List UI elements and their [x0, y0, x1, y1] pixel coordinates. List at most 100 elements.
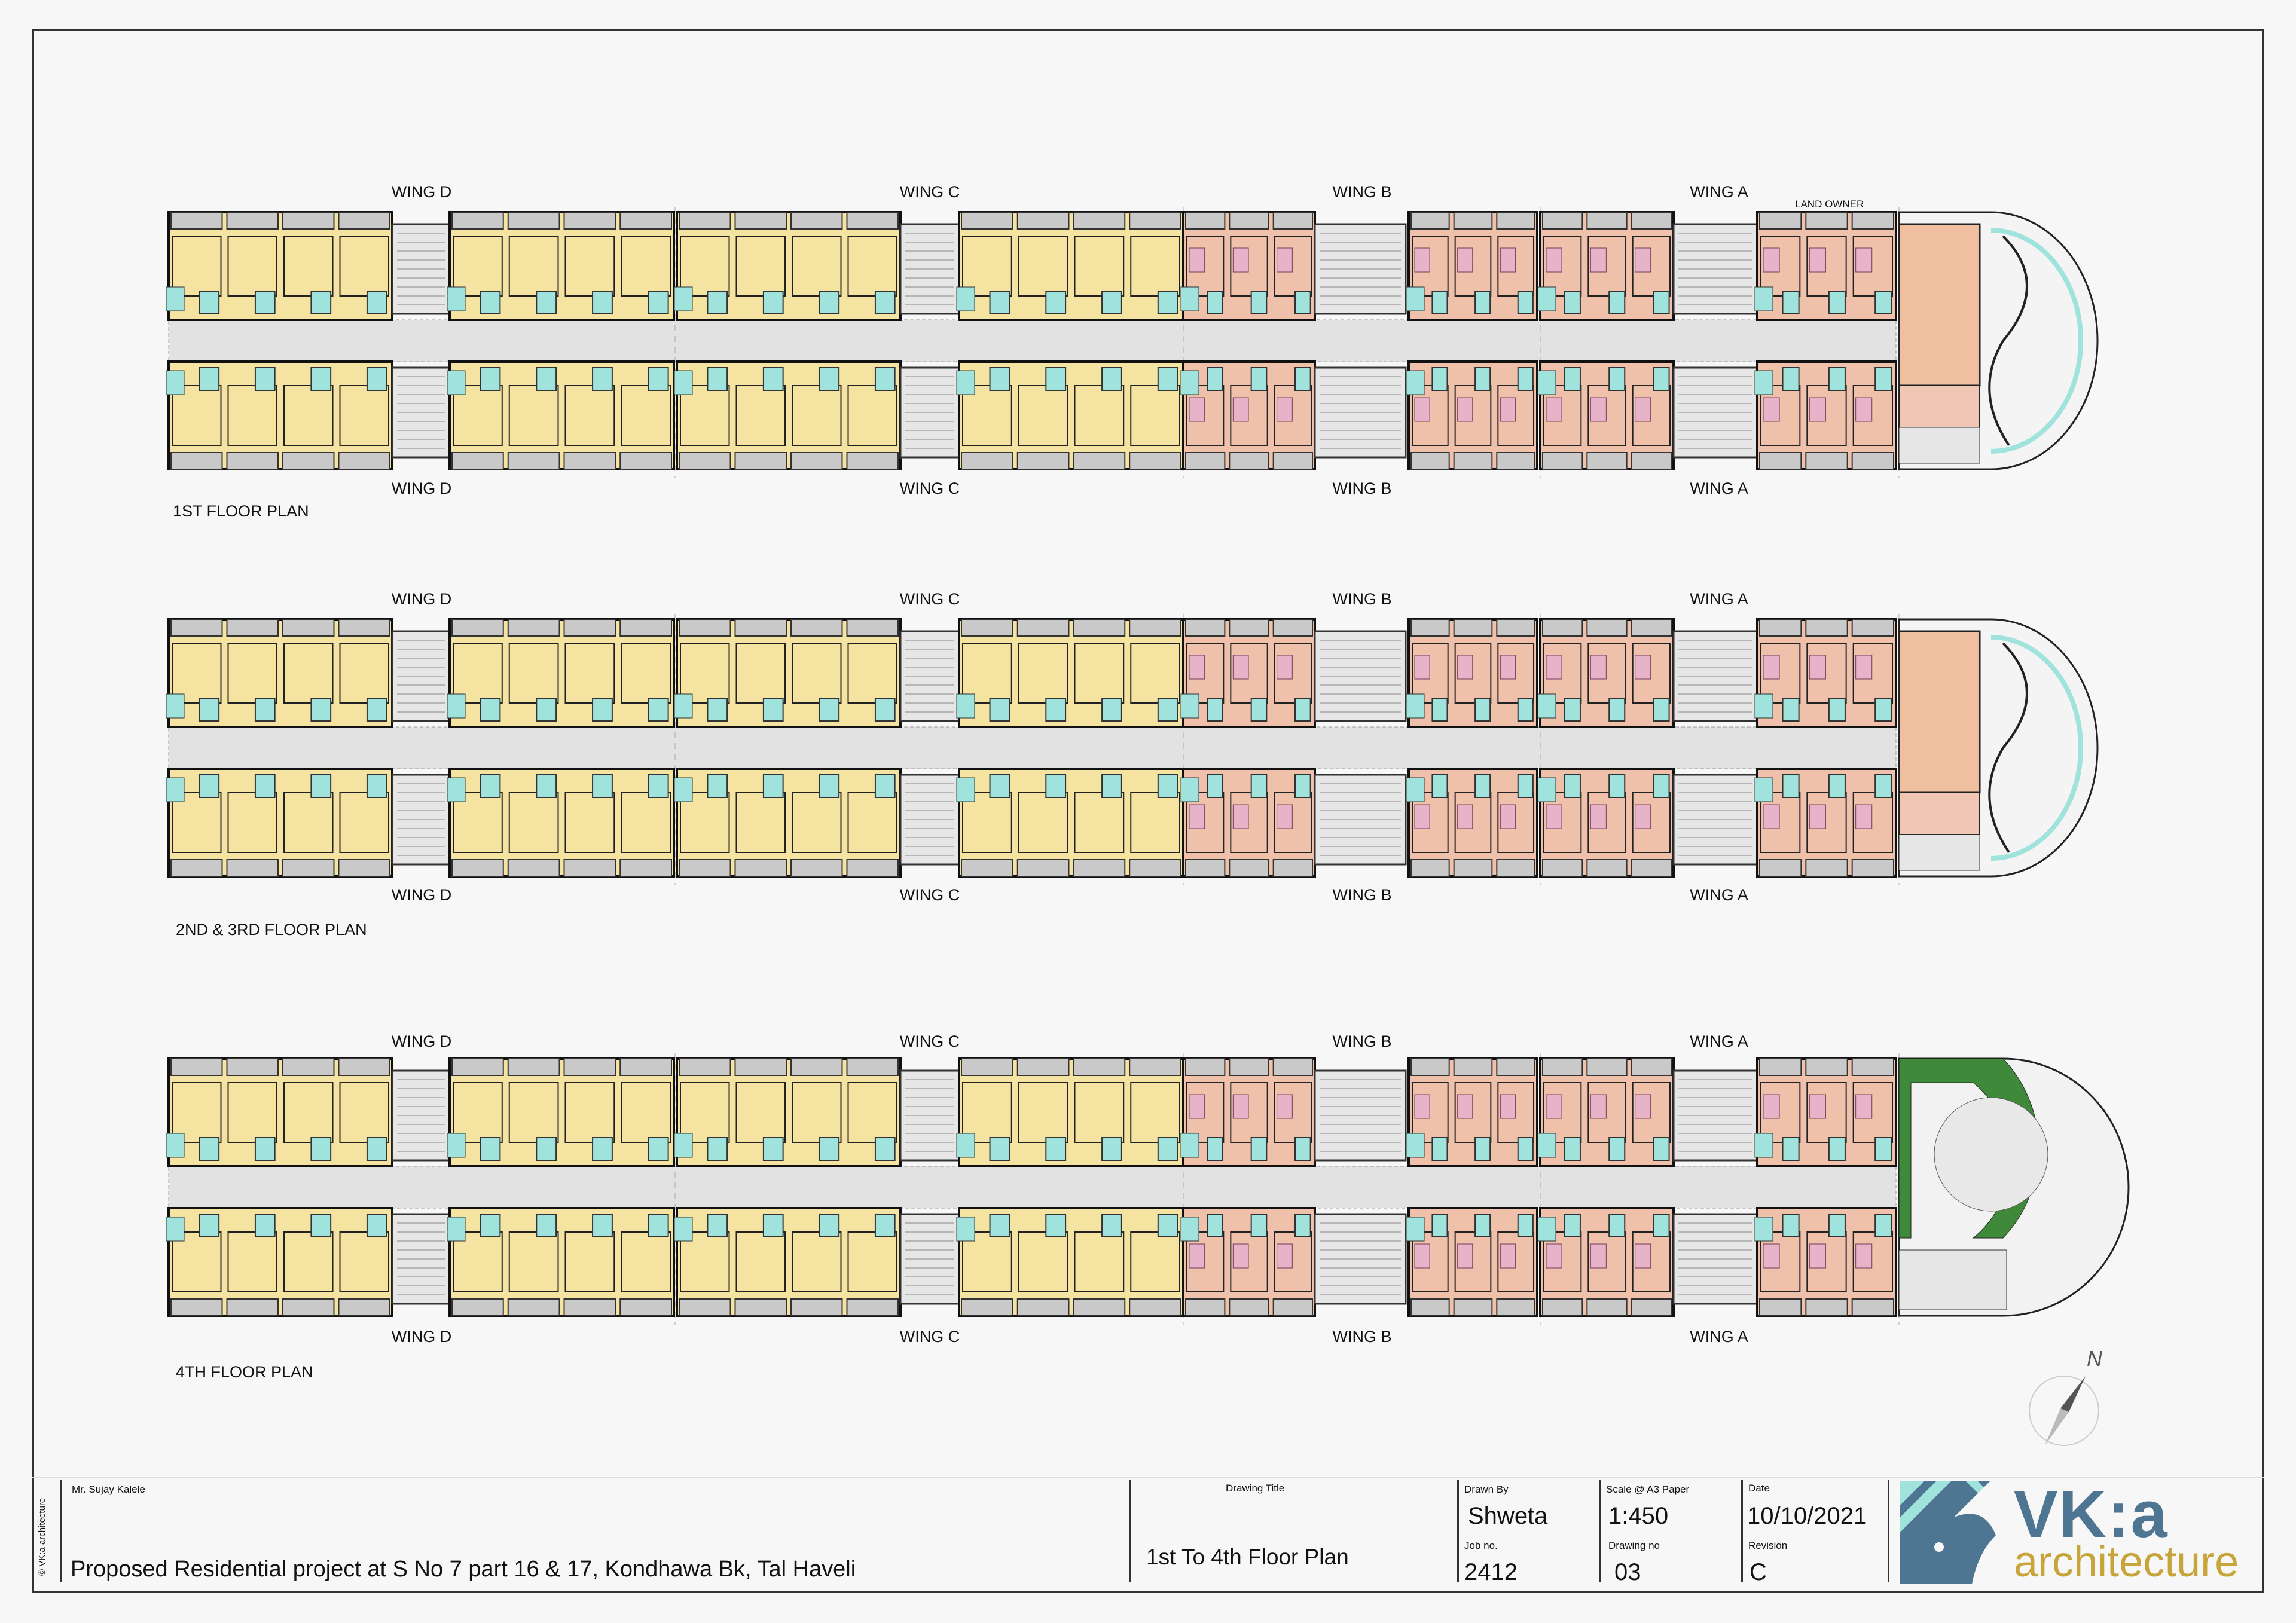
bathroom: [956, 693, 975, 719]
north-label: N: [2087, 1346, 2102, 1371]
bathroom: [1180, 370, 1199, 395]
bathroom: [989, 774, 1010, 798]
bathroom: [707, 774, 728, 798]
bathroom: [1294, 774, 1311, 798]
bathroom: [1564, 774, 1581, 798]
bathroom: [1517, 291, 1534, 314]
balcony: [619, 452, 672, 470]
room: [1587, 792, 1626, 853]
bathroom: [1653, 698, 1670, 722]
bathroom: [1782, 291, 1800, 314]
bathroom: [648, 367, 669, 391]
balcony: [1272, 859, 1314, 877]
floor-plan-4th: [166, 1050, 2130, 1325]
room: [1852, 236, 1894, 297]
bed: [1635, 1243, 1651, 1269]
bed: [1457, 1243, 1473, 1269]
balcony: [1073, 859, 1126, 877]
room: [1018, 1231, 1068, 1292]
balcony: [1631, 452, 1672, 470]
balcony: [1185, 619, 1226, 637]
balcony: [1586, 212, 1628, 230]
balcony: [1542, 452, 1583, 470]
balcony: [1229, 212, 1269, 230]
bed: [1457, 1094, 1473, 1119]
bathroom: [1406, 1217, 1425, 1242]
room: [1760, 1231, 1801, 1292]
curved-wall: [1988, 235, 2028, 447]
room: [564, 385, 615, 446]
bathroom: [989, 698, 1010, 722]
bed: [1590, 804, 1607, 829]
bathroom: [1101, 291, 1122, 314]
bathroom: [310, 1214, 332, 1237]
bathroom: [1874, 774, 1892, 798]
balcony: [563, 1058, 616, 1076]
balcony: [734, 1058, 787, 1076]
bed: [1635, 655, 1651, 680]
balcony: [734, 452, 787, 470]
wing-label: WING A: [1690, 479, 1748, 497]
bed: [1855, 397, 1873, 422]
wing-label: WING B: [1332, 1328, 1392, 1346]
bathroom: [1157, 291, 1178, 314]
balcony: [1185, 859, 1226, 877]
bathroom: [1754, 1133, 1773, 1158]
balcony: [1185, 452, 1226, 470]
balcony: [1410, 452, 1450, 470]
apartment-unit: [1182, 1207, 1316, 1317]
room: [339, 643, 389, 704]
balcony: [170, 212, 223, 230]
room: [1497, 236, 1534, 297]
bed: [1546, 804, 1562, 829]
north-arrow-icon: [2029, 1376, 2099, 1446]
balcony: [451, 1058, 504, 1076]
room: [1130, 792, 1180, 853]
room: [1412, 1082, 1449, 1143]
room: [1274, 1231, 1312, 1292]
bathroom: [536, 1214, 557, 1237]
bathroom: [1207, 291, 1224, 314]
room: [1018, 643, 1068, 704]
bathroom: [1250, 1137, 1268, 1161]
wing-label: WING D: [391, 183, 452, 201]
bathroom: [592, 291, 613, 314]
room: [1130, 643, 1180, 704]
bathroom: [1474, 367, 1491, 391]
bathroom: [536, 774, 557, 798]
bed: [1414, 804, 1430, 829]
bathroom: [819, 1214, 840, 1237]
bed: [1635, 1094, 1651, 1119]
bathroom: [1608, 1214, 1626, 1237]
room: [1852, 643, 1894, 704]
room: [1230, 1231, 1268, 1292]
bathroom: [1537, 693, 1556, 719]
bathroom: [1537, 777, 1556, 802]
bed: [1809, 804, 1826, 829]
bed: [1414, 247, 1430, 273]
balcony: [1805, 1298, 1848, 1316]
room: [1274, 1082, 1312, 1143]
room: [1130, 1231, 1180, 1292]
room: [621, 1231, 671, 1292]
bathroom: [674, 1133, 693, 1158]
balcony: [961, 1298, 1013, 1316]
bathroom: [1653, 1214, 1670, 1237]
bathroom: [199, 774, 220, 798]
room: [1587, 236, 1626, 297]
room: [735, 1231, 786, 1292]
bed: [1763, 397, 1780, 422]
bathroom: [819, 367, 840, 391]
bathroom: [874, 1137, 896, 1161]
bed: [1277, 804, 1293, 829]
room: [453, 643, 503, 704]
balcony: [1542, 859, 1583, 877]
balcony: [619, 859, 672, 877]
bathroom: [366, 774, 387, 798]
balcony: [1586, 1298, 1628, 1316]
room: [1018, 236, 1068, 297]
bathroom: [1207, 367, 1224, 391]
bathroom: [447, 1217, 466, 1242]
balcony: [170, 619, 223, 637]
wing-label: WING C: [899, 886, 960, 904]
